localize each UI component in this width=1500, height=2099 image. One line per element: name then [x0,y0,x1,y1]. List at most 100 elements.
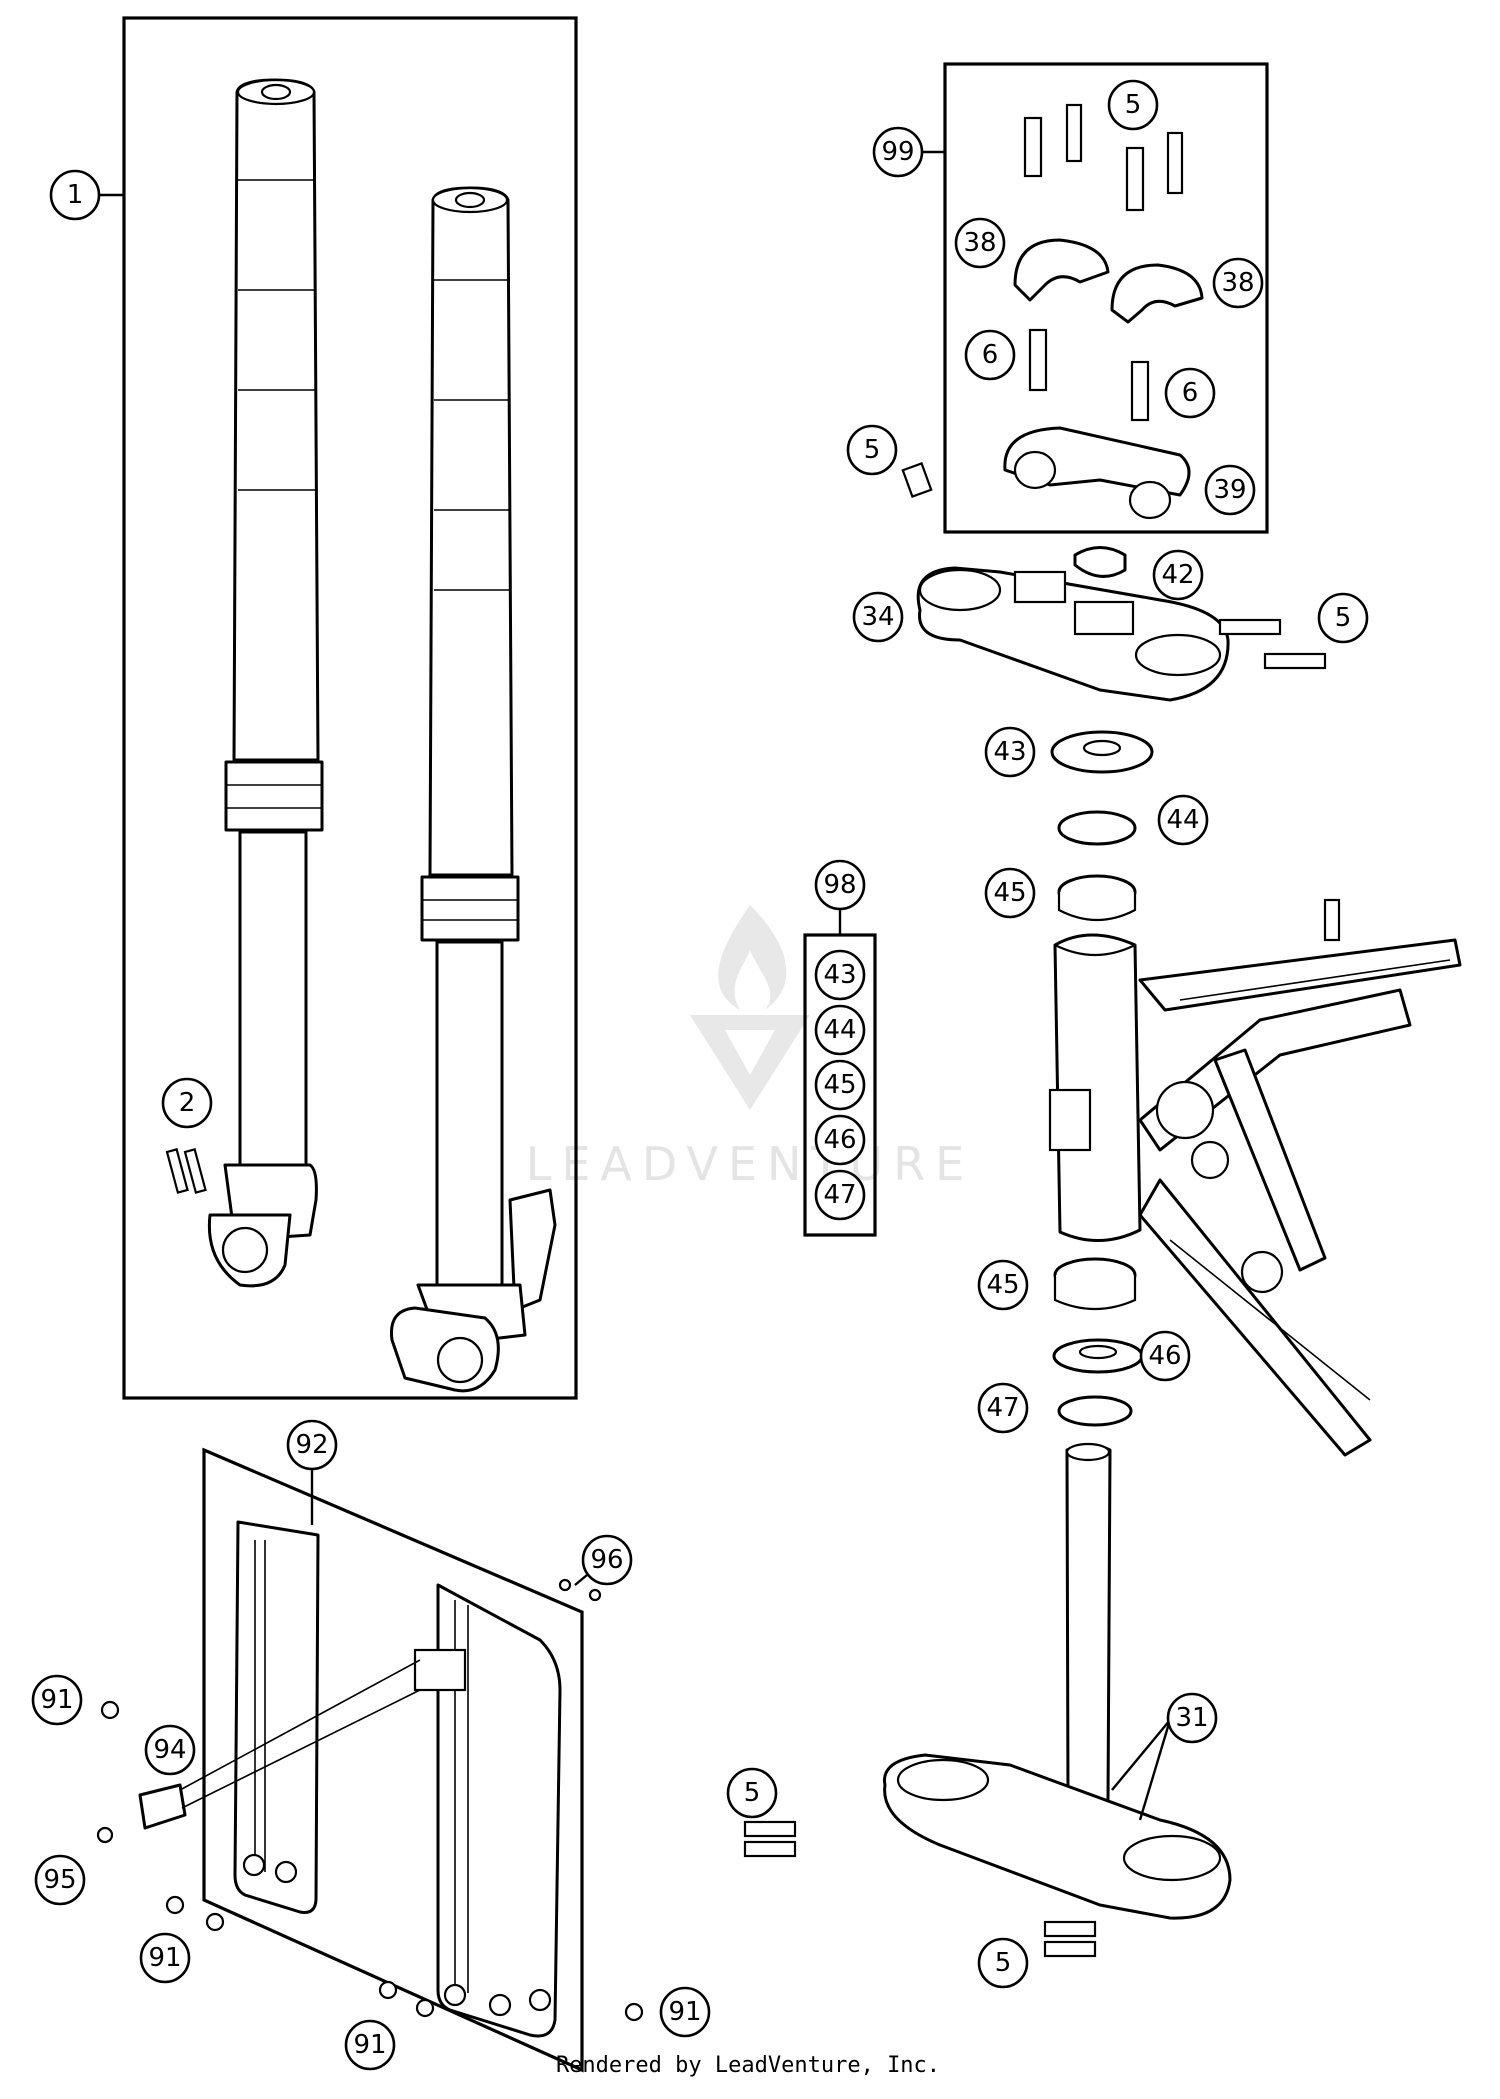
leader-stem-2 [1138,1719,1172,1821]
side-screw [901,462,933,498]
fork-leg-right [389,186,557,1393]
svg-text:6: 6 [982,340,999,370]
svg-text:91: 91 [148,1943,181,1973]
svg-text:99: 99 [881,137,914,167]
svg-text:34: 34 [861,602,894,632]
svg-text:43: 43 [993,737,1026,767]
o-ring-bottom [1057,1395,1133,1427]
callout-44: 44 [1157,794,1209,846]
kit-item-47: 47 [814,1169,866,1221]
svg-text:91: 91 [668,1997,701,2027]
svg-text:95: 95 [43,1865,76,1895]
kit-item-45: 45 [814,1059,866,1111]
o-ring-top [1057,810,1137,846]
svg-text:46: 46 [823,1125,856,1155]
callout-96: 96 [581,1534,633,1586]
svg-text:47: 47 [823,1180,856,1210]
callout-6-left: 6 [964,329,1016,381]
svg-text:44: 44 [823,1015,856,1045]
top-clamp-screws [1218,618,1327,670]
callout-45-top: 45 [984,867,1036,919]
svg-text:31: 31 [1175,1703,1208,1733]
bearing-bottom [1053,1257,1137,1311]
callout-98: 98 [814,859,866,911]
svg-text:45: 45 [986,1270,1019,1300]
svg-text:91: 91 [353,2030,386,2060]
svg-text:44: 44 [1166,805,1199,835]
callout-91-a: 91 [31,1674,83,1726]
svg-text:6: 6 [1182,378,1199,408]
steering-stem-lower-clamp [883,1442,1232,1920]
handlebar-clamp-halves [1013,238,1204,324]
callout-2: 2 [161,1077,213,1129]
watermark-text: LEADVENTURE [526,1137,975,1191]
callout-5-lower-left: 5 [726,1767,778,1819]
callout-5-lower-right: 5 [977,1937,1029,1989]
callout-91-c: 91 [344,2019,396,2071]
svg-text:42: 42 [1161,560,1194,590]
fork-guard-left [233,1520,320,1914]
kit-item-43: 43 [814,949,866,1001]
callout-38-left: 38 [954,217,1006,269]
callout-5-side: 5 [846,424,898,476]
fork-guard-box [202,1447,584,2073]
stem-nut [1073,546,1127,578]
svg-text:92: 92 [295,1430,328,1460]
frame [1048,898,1462,1457]
svg-text:45: 45 [823,1070,856,1100]
callout-95: 95 [34,1854,86,1906]
callout-34: 34 [852,591,904,643]
svg-text:43: 43 [823,960,856,990]
cable-guide [138,1659,421,1830]
svg-text:5: 5 [995,1948,1012,1978]
lower-clamp-screws [743,1820,1097,1958]
watermark-logo: LEADVENTURE [526,905,975,1191]
handlebar-clamp-set-box [943,62,1269,534]
svg-text:47: 47 [986,1393,1019,1423]
dust-seal-top [1050,730,1154,774]
callout-42: 42 [1152,549,1204,601]
svg-text:5: 5 [1335,603,1352,633]
seal-bottom [1052,1338,1144,1374]
fork-bolt [165,1148,207,1194]
callout-94: 94 [144,1724,196,1776]
svg-text:91: 91 [40,1685,73,1715]
callout-38-right: 38 [1212,257,1264,309]
svg-text:45: 45 [993,878,1026,908]
svg-text:39: 39 [1213,475,1246,505]
callout-1: 1 [49,169,101,221]
callout-43: 43 [984,726,1036,778]
svg-text:5: 5 [1125,90,1142,120]
guard-screws [96,1578,644,2022]
callout-45-bottom: 45 [977,1259,1029,1311]
handlebar-support [1003,426,1191,520]
svg-text:38: 38 [963,228,996,258]
callout-6-right: 6 [1164,367,1216,419]
fork-assembly-box [122,16,578,1400]
fork-guard-right [413,1583,562,2038]
callout-99: 99 [872,126,924,178]
svg-text:5: 5 [864,435,881,465]
callout-91-d: 91 [659,1986,711,2038]
callout-31: 31 [1166,1692,1218,1744]
svg-text:98: 98 [823,870,856,900]
callout-92: 92 [286,1419,338,1471]
svg-text:46: 46 [1148,1341,1181,1371]
svg-text:2: 2 [179,1088,196,1118]
top-triple-clamp [916,566,1230,702]
svg-text:5: 5 [744,1778,761,1808]
callout-39: 39 [1204,464,1256,516]
clamp-screws [1023,103,1184,422]
kit-item-44: 44 [814,1004,866,1056]
svg-text:1: 1 [67,180,84,210]
svg-text:38: 38 [1221,268,1254,298]
svg-text:94: 94 [153,1735,186,1765]
callout-46: 46 [1139,1330,1191,1382]
callout-5-top: 5 [1107,79,1159,131]
footer-credit: Rendered by LeadVenture, Inc. [556,2053,940,2078]
callout-5-right: 5 [1317,592,1369,644]
svg-text:96: 96 [590,1545,623,1575]
kit-item-46: 46 [814,1114,866,1166]
callout-47: 47 [977,1382,1029,1434]
